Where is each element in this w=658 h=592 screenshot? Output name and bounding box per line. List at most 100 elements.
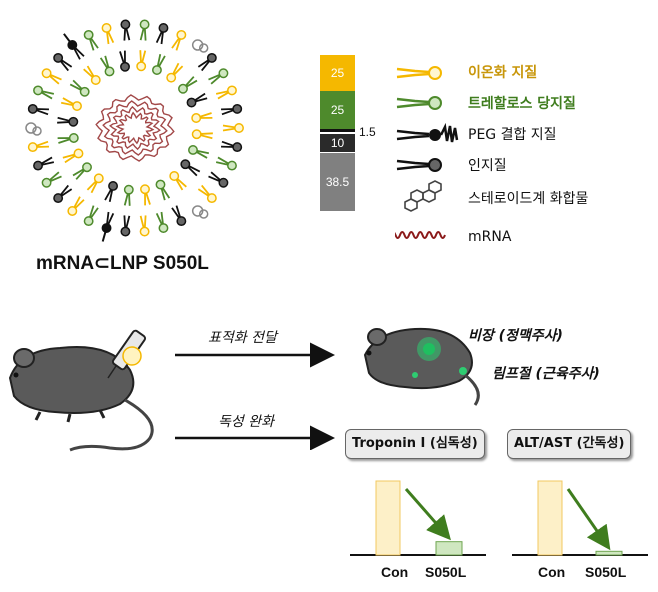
mouse-icon [363, 327, 480, 406]
lipid-head [83, 29, 94, 40]
segment-phospholipid: 10 [320, 134, 355, 152]
lnp-outer-shell [25, 19, 244, 242]
lipid-head [33, 85, 43, 96]
lipid-head [67, 206, 78, 216]
lipid-head [191, 113, 202, 123]
legend-label-phospholipid: 인지질 [468, 158, 507, 174]
mouse-icon [8, 346, 154, 452]
lipid-head [176, 29, 187, 40]
lipid-head [158, 223, 169, 233]
peg-chain [101, 227, 108, 242]
lipid-head [41, 177, 52, 188]
steroid-molecule [32, 126, 42, 136]
lipid-head [68, 116, 79, 127]
lipid-head [41, 68, 52, 79]
mrna-icon [395, 231, 446, 239]
mrna-strand [115, 111, 155, 145]
lymph-node-icon [412, 372, 418, 378]
legend-label-ionizable: 이온화 지질 [468, 65, 538, 81]
lnp-inner-shell [57, 50, 213, 206]
bar-s050l [595, 550, 623, 556]
lipid-head [218, 177, 229, 188]
xtick-con: Con [381, 564, 409, 580]
toxicity-relief-label: 독성 완화 [218, 414, 274, 430]
lipid-head [180, 159, 191, 170]
xtick-con: Con [538, 564, 566, 580]
mouse-injection-illustration [8, 329, 154, 452]
xtick-s050l: S050L [425, 564, 467, 580]
lipid-head [206, 52, 217, 63]
legend-icons [395, 66, 459, 239]
peg-chain [63, 33, 74, 46]
lipid-head [72, 101, 82, 112]
steroid-molecule [191, 205, 204, 217]
phospholipid-icon [396, 158, 442, 172]
toxicity-bar-charts [350, 480, 648, 556]
trehalose-glycolipid-icon [396, 96, 442, 110]
lymph-node-label: 림프절 (근육주사) [492, 366, 600, 382]
segment-value: 25 [330, 103, 345, 117]
lipid-head [93, 173, 104, 184]
lipid-head [232, 103, 243, 114]
segment-ionizable: 25 [320, 55, 355, 91]
legend-label-steroid: 스테로이드계 화합물 [468, 191, 589, 207]
lipid-head [227, 85, 237, 96]
syringe-icon [107, 329, 147, 379]
chart-title-troponin: Troponin I (심독성) [345, 429, 485, 459]
lipid-head [206, 193, 217, 204]
segment-peg [320, 129, 355, 132]
lipid-head [232, 142, 243, 153]
lipid-head [158, 23, 169, 33]
lipid-head [191, 129, 202, 140]
steroid-molecule [25, 122, 37, 134]
legend-label-mrna: mRNA [468, 229, 512, 245]
peg-lipid-icon [396, 122, 459, 143]
lymph-node-icon [459, 367, 467, 375]
lnp-particle-illustration [25, 19, 244, 242]
decrease-arrow [566, 488, 611, 551]
lipid-head [108, 181, 119, 191]
lipid-head [169, 171, 180, 181]
chart-title-alt-ast: ALT/AST (간독성) [507, 429, 632, 459]
mrna-strand [109, 105, 161, 151]
flow-arrows [175, 342, 335, 450]
lipid-head [186, 97, 197, 108]
steroid-molecule [198, 43, 209, 53]
lipid-head [27, 142, 38, 153]
lipid-head [53, 52, 64, 63]
lipid-head [155, 179, 166, 190]
lipid-head [227, 160, 237, 171]
target-mouse-illustration [363, 327, 480, 406]
lipid-head [79, 86, 90, 97]
steroid-molecule [198, 209, 209, 219]
segment-peg-value: 1.5 [359, 125, 376, 139]
lipid-head [120, 61, 130, 72]
lnp-mrna-strands [95, 94, 175, 162]
lipid-head [218, 68, 229, 79]
mrna-strand [95, 94, 175, 162]
steroid-molecule [191, 39, 204, 51]
lipid-head [151, 65, 162, 75]
segment-steroid: 38.5 [320, 153, 355, 211]
steroid-icon [404, 180, 442, 212]
lipid-head [178, 83, 188, 94]
bar-s050l [435, 541, 463, 556]
lipid-head [120, 19, 131, 30]
decrease-arrow [404, 488, 451, 541]
lipid-head [176, 216, 187, 227]
lipid-head [234, 123, 244, 133]
lipid-head [27, 103, 38, 114]
lipid-head [104, 66, 115, 77]
lipid-head [136, 61, 147, 72]
lipid-head [166, 72, 177, 83]
lipid-head [139, 19, 150, 30]
segment-value: 38.5 [325, 175, 350, 189]
lipid-head [140, 184, 150, 195]
targeted-delivery-label: 표적화 전달 [208, 330, 277, 346]
lipid-head [53, 193, 64, 204]
lipid-head [101, 23, 112, 33]
lipid-head [83, 216, 94, 227]
ionizable-lipid-icon [396, 66, 442, 80]
mrna-strand [102, 100, 168, 156]
lipid-head [120, 226, 131, 237]
